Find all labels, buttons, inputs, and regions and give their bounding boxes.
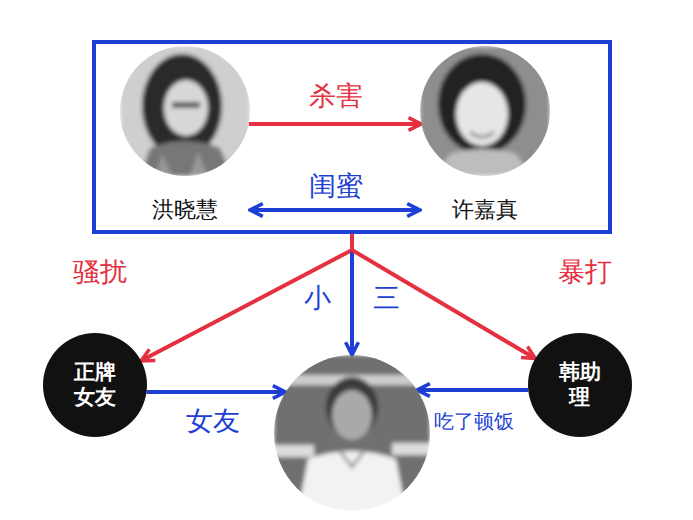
person-name: 韩助理 — [556, 360, 604, 410]
relation-arrow — [147, 390, 286, 394]
relation-arrow — [250, 208, 420, 212]
name-label: 许嘉真 — [452, 196, 518, 224]
relation-arrow — [417, 388, 528, 392]
portrait-photo — [420, 46, 550, 176]
relation-label: 杀害 — [309, 80, 363, 112]
person-circle: 韩助理 — [528, 333, 632, 437]
group-frame: 洪晓慧 许嘉真 — [92, 40, 612, 234]
person-name: 正牌 女友 — [71, 360, 119, 410]
relation-label: 暴打 — [558, 256, 612, 288]
relation-label: 骚扰 — [73, 256, 127, 288]
person-circle: 正牌 女友 — [43, 333, 147, 437]
portrait-node: 许嘉真 — [420, 46, 550, 224]
portrait-photo — [274, 355, 430, 511]
portrait-node — [274, 355, 430, 511]
portrait-photo — [120, 46, 250, 176]
name-label: 洪晓慧 — [152, 196, 218, 224]
portrait-node: 洪晓慧 — [120, 46, 250, 224]
relation-label: 女友 — [186, 405, 240, 437]
relation-label: 小三 — [262, 282, 442, 314]
relation-arrow — [249, 122, 422, 126]
relation-label: 闺蜜 — [309, 170, 363, 202]
relation-label: 吃了顿饭 — [434, 409, 514, 433]
